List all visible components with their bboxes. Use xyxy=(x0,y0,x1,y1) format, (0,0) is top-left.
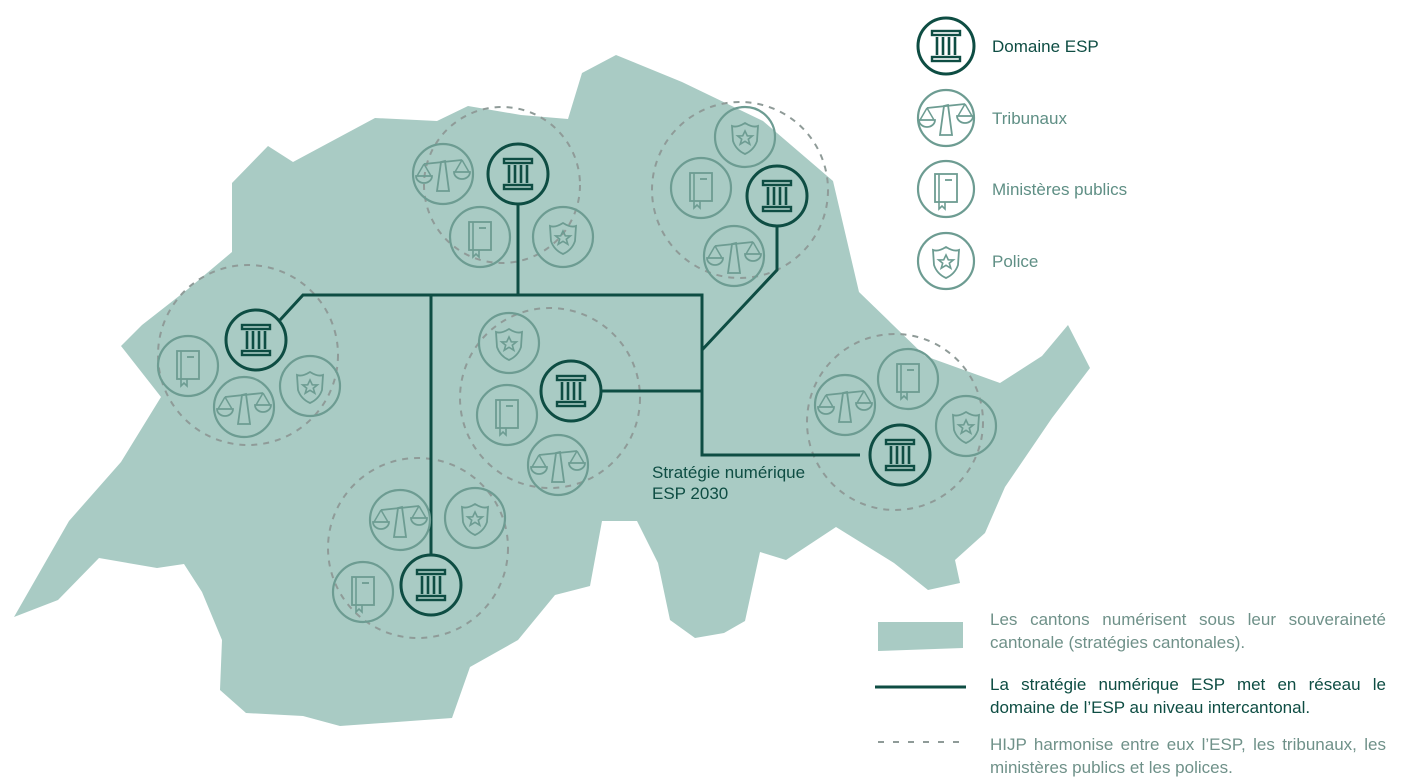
legend-canton-swatch xyxy=(878,622,963,651)
shield-star-icon xyxy=(278,354,342,418)
book-icon xyxy=(448,205,512,269)
shield-star-icon xyxy=(443,486,507,550)
pillars-icon xyxy=(224,308,288,372)
shield-star-icon xyxy=(713,105,777,169)
scales-icon xyxy=(702,224,766,288)
scales-icon xyxy=(368,488,432,552)
note-cantons: Les cantons numérisent sous leur souvera… xyxy=(990,610,1386,652)
hijp-circle-north xyxy=(423,106,581,264)
pillars-icon xyxy=(539,359,603,423)
strategy-label-line1: Stratégie numérique xyxy=(652,463,806,482)
note-hijp: HIJP harmonise entre eux l’ESP, les trib… xyxy=(990,735,1386,777)
legend-label-domaine-esp: Domaine ESP xyxy=(992,37,1099,56)
legend-label-ministeres-publics: Ministères publics xyxy=(992,180,1128,199)
pillars-icon xyxy=(745,164,809,228)
book-icon xyxy=(876,347,940,411)
shield-star-icon xyxy=(934,394,998,458)
network-trunk-line xyxy=(278,293,860,457)
book-icon xyxy=(156,334,220,398)
book-icon xyxy=(669,156,733,220)
book-icon xyxy=(331,560,395,624)
hijp-circle-southwest xyxy=(327,457,509,639)
cluster-west xyxy=(156,308,342,439)
strategy-label-line2: ESP 2030 xyxy=(652,484,729,503)
scales-icon xyxy=(526,433,590,497)
scales-icon xyxy=(411,142,475,206)
scales-icon xyxy=(212,375,276,439)
pillars-icon xyxy=(399,553,463,617)
canton-map-area xyxy=(14,55,1090,726)
scales-icon xyxy=(813,373,877,437)
shield-star-icon xyxy=(531,205,595,269)
strategy-center-label: Stratégie numérique ESP 2030 xyxy=(652,462,805,504)
hijp-circle-west xyxy=(157,264,339,446)
legend-label-tribunaux: Tribunaux xyxy=(992,109,1067,128)
pillars-icon xyxy=(486,142,550,206)
hijp-circle-northeast xyxy=(651,101,829,279)
book-icon xyxy=(916,159,976,219)
scales-icon xyxy=(916,88,976,148)
note-network: La stratégie numérique ESP met en réseau… xyxy=(990,675,1386,717)
legend-label-police: Police xyxy=(992,252,1039,271)
icon-legend-symbols xyxy=(916,16,976,291)
cluster-east xyxy=(813,347,998,487)
cluster-southwest xyxy=(331,486,507,624)
cluster-northeast xyxy=(669,105,809,288)
pillars-icon xyxy=(916,16,976,76)
hijp-circle-east xyxy=(806,333,984,511)
esp-network-lines xyxy=(278,204,860,555)
cluster-center xyxy=(475,311,603,497)
hijp-circle-center xyxy=(459,307,641,489)
cluster-north xyxy=(411,142,595,269)
shield-star-icon xyxy=(916,231,976,291)
hijp-circles xyxy=(157,101,984,639)
network-line-northeast xyxy=(700,226,779,352)
pillars-icon xyxy=(868,423,932,487)
book-icon xyxy=(475,383,539,447)
shield-star-icon xyxy=(477,311,541,375)
